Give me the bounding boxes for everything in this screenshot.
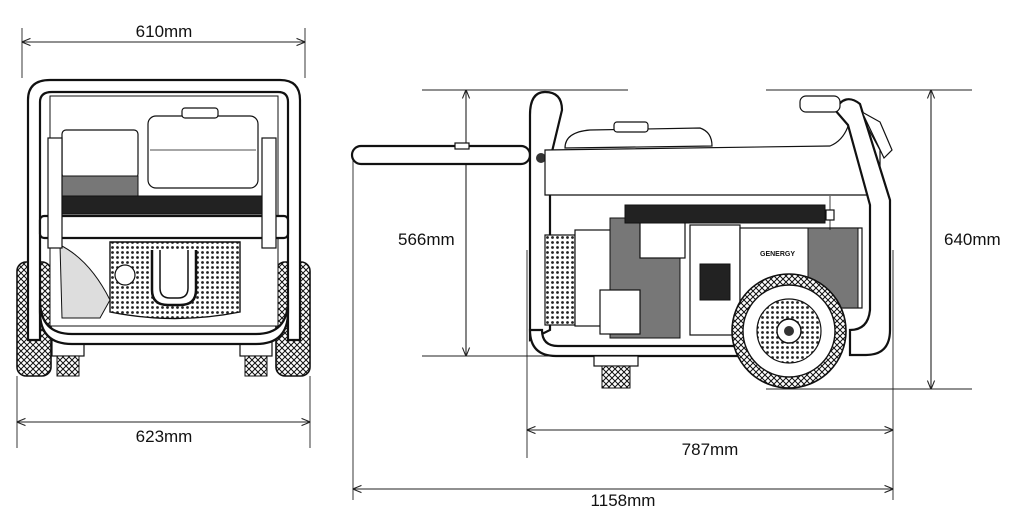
front-frame-outer xyxy=(26,78,302,342)
side-foot xyxy=(593,355,639,389)
dim-label-610: 610mm xyxy=(136,22,193,41)
dim-label-640: 640mm xyxy=(944,230,1001,249)
dim-side-frame-height: 566mm xyxy=(398,90,466,356)
front-air-filter xyxy=(61,129,139,179)
front-fuel-tank xyxy=(147,115,259,189)
side-rear-frame xyxy=(799,95,893,357)
dim-label-566: 566mm xyxy=(398,230,455,249)
side-wheel xyxy=(731,273,847,389)
front-foot-right xyxy=(239,339,273,377)
dim-label-787: 787mm xyxy=(682,440,739,459)
front-view: 610mm xyxy=(16,22,311,448)
front-foot-left xyxy=(51,339,85,377)
side-view: 566mm 640mm 787mm 1158mm xyxy=(350,89,1001,510)
dim-label-1158: 1158mm xyxy=(591,491,656,510)
dim-front-bottom: 623mm xyxy=(17,376,311,448)
dim-label-623: 623mm xyxy=(136,427,193,446)
dim-front-top: 610mm xyxy=(22,22,306,78)
dim-side-total-length: 1158mm xyxy=(353,489,893,510)
side-fuel-tank xyxy=(544,108,881,196)
side-handle xyxy=(350,90,564,342)
dim-side-frame-length: 787mm xyxy=(527,430,893,459)
dim-side-total-height: 640mm xyxy=(931,90,1001,389)
front-crossbar xyxy=(38,214,290,240)
panel-badge: GENERGY xyxy=(760,251,795,258)
